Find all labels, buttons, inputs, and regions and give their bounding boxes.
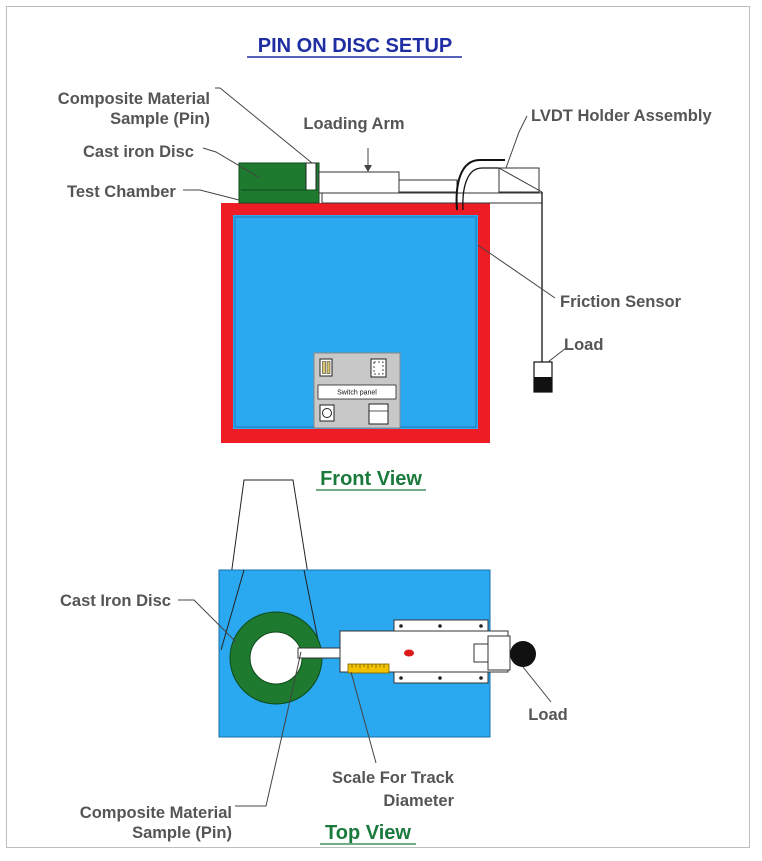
arm-end-cap [487,635,511,671]
bolt-2 [438,624,442,628]
label-load-front: Load [564,336,603,354]
leader-test-chamber [183,189,240,201]
pin-sample-front [305,162,317,191]
disc-center-hole [249,631,303,685]
bolt-5 [438,676,442,680]
arm-end-block [473,643,489,663]
label-load-top: Load [528,706,567,724]
switch-1-toggle-a [322,361,326,374]
loading-arm [318,171,400,194]
loading-arm-extension [398,179,458,193]
support-right-edge [303,569,321,651]
track-diameter-scale [347,663,390,674]
bolt-4 [399,676,403,680]
switch-panel-label: Switch panel [337,390,377,397]
label-lvdt-holder: LVDT Holder Assembly [531,107,712,125]
label-cast-iron-disc-top: Cast Iron Disc [60,592,171,610]
load-weight-fill [534,377,552,392]
leader-composite-pin-top [235,651,302,807]
sensor-cable-outer [455,159,505,211]
front-view: Switch panel Composite Material Sample (… [58,87,712,491]
figure-frame [6,6,750,848]
label-test-chamber: Test Chamber [67,183,176,201]
display-box [368,403,389,425]
top-view-heading: Top View [325,822,411,844]
leader-scale [350,671,377,764]
switch-1-toggle-b [326,361,331,374]
leader-load [547,347,567,363]
label-friction-sensor: Friction Sensor [560,293,682,311]
leader-lvdt [505,115,528,169]
switch-panel-label-box [317,384,397,400]
support-left-edge [220,569,245,651]
diagram-title: PIN ON DISC SETUP [258,35,452,57]
label-composite-pin-top-2: Sample (Pin) [132,824,232,842]
label-composite-pin-2: Sample (Pin) [110,110,210,128]
switch-2 [370,358,387,378]
switch-2-inner [373,361,384,375]
label-scale-2: Diameter [383,792,454,810]
load-weight-top [510,641,536,667]
front-view-heading: Front View [320,468,422,490]
leader-load-top [522,666,552,703]
bolt-1 [399,624,403,628]
leader-cast-iron-disc-top [178,599,237,643]
arrow-loading-arm [364,165,372,172]
leader-composite-pin [215,87,313,164]
label-composite-pin-1: Composite Material [58,90,210,108]
label-composite-pin-top-1: Composite Material [80,804,232,822]
pivot-marker [404,649,414,657]
lvdt-brace [498,167,543,193]
leader-friction-sensor [477,244,556,299]
label-loading-arm: Loading Arm [303,115,404,133]
knob-icon [322,408,332,418]
top-view: Cast Iron Disc Load Scale For Track Diam… [60,479,568,845]
sensor-cable-inner [462,167,499,211]
bolt-6 [479,676,483,680]
leader-cast-iron-disc [202,147,261,179]
bolt-3 [479,624,483,628]
scale-ticks [351,664,385,669]
label-cast-iron-disc: Cast iron Disc [83,143,194,161]
label-scale-1: Scale For Track [332,769,455,787]
base-rail [321,192,543,204]
